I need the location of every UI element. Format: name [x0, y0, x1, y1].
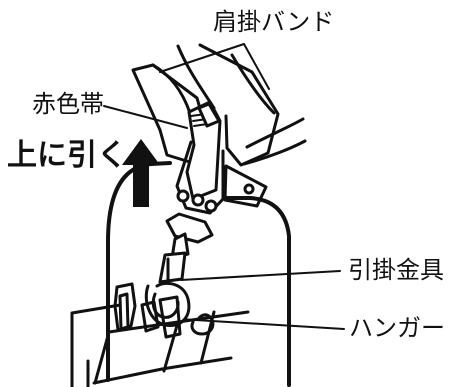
strap-loop-pin — [243, 183, 255, 195]
pull-up-label: 上に引く — [7, 138, 127, 173]
left-shoulder-band-inner — [151, 63, 192, 115]
buckle-frame — [175, 140, 225, 215]
tube-left-top — [70, 303, 122, 387]
hook-fitting-leader — [180, 270, 341, 281]
frame-right — [224, 196, 291, 387]
hook-body — [158, 251, 187, 284]
hanger-band-1 — [113, 282, 137, 332]
right-shoulder-tail-1 — [245, 117, 305, 149]
buckle-hole-3 — [204, 199, 218, 213]
red-band-leader — [103, 105, 188, 129]
hanger-band-2 — [140, 300, 160, 333]
strap-loop — [223, 164, 268, 208]
right-shoulder-band-inner — [230, 53, 276, 115]
right-shoulder-tail-2 — [242, 139, 307, 166]
right-shoulder-band — [198, 43, 280, 167]
hook-fitting-label: 引掛金具 — [348, 256, 444, 284]
tube-left-edge — [93, 330, 111, 385]
shoulder-band-label: 肩掛バンド — [213, 8, 335, 36]
buckle-hole-1 — [176, 189, 190, 203]
tube-joint — [190, 313, 215, 336]
up-arrow-icon — [122, 139, 160, 207]
connector-plate — [165, 212, 214, 244]
tube-middle-edge — [162, 320, 180, 373]
red-band-top — [197, 102, 221, 128]
hanger-label: ハンガー — [349, 314, 445, 342]
red-band-label: 赤色帯 — [32, 90, 104, 118]
shoulder-band-leader — [159, 43, 270, 90]
buckle-hole-2 — [191, 193, 205, 207]
tube-bottom-edge — [92, 356, 233, 385]
hanger-leader — [178, 318, 345, 330]
hanger-band-1-inner — [118, 292, 130, 331]
